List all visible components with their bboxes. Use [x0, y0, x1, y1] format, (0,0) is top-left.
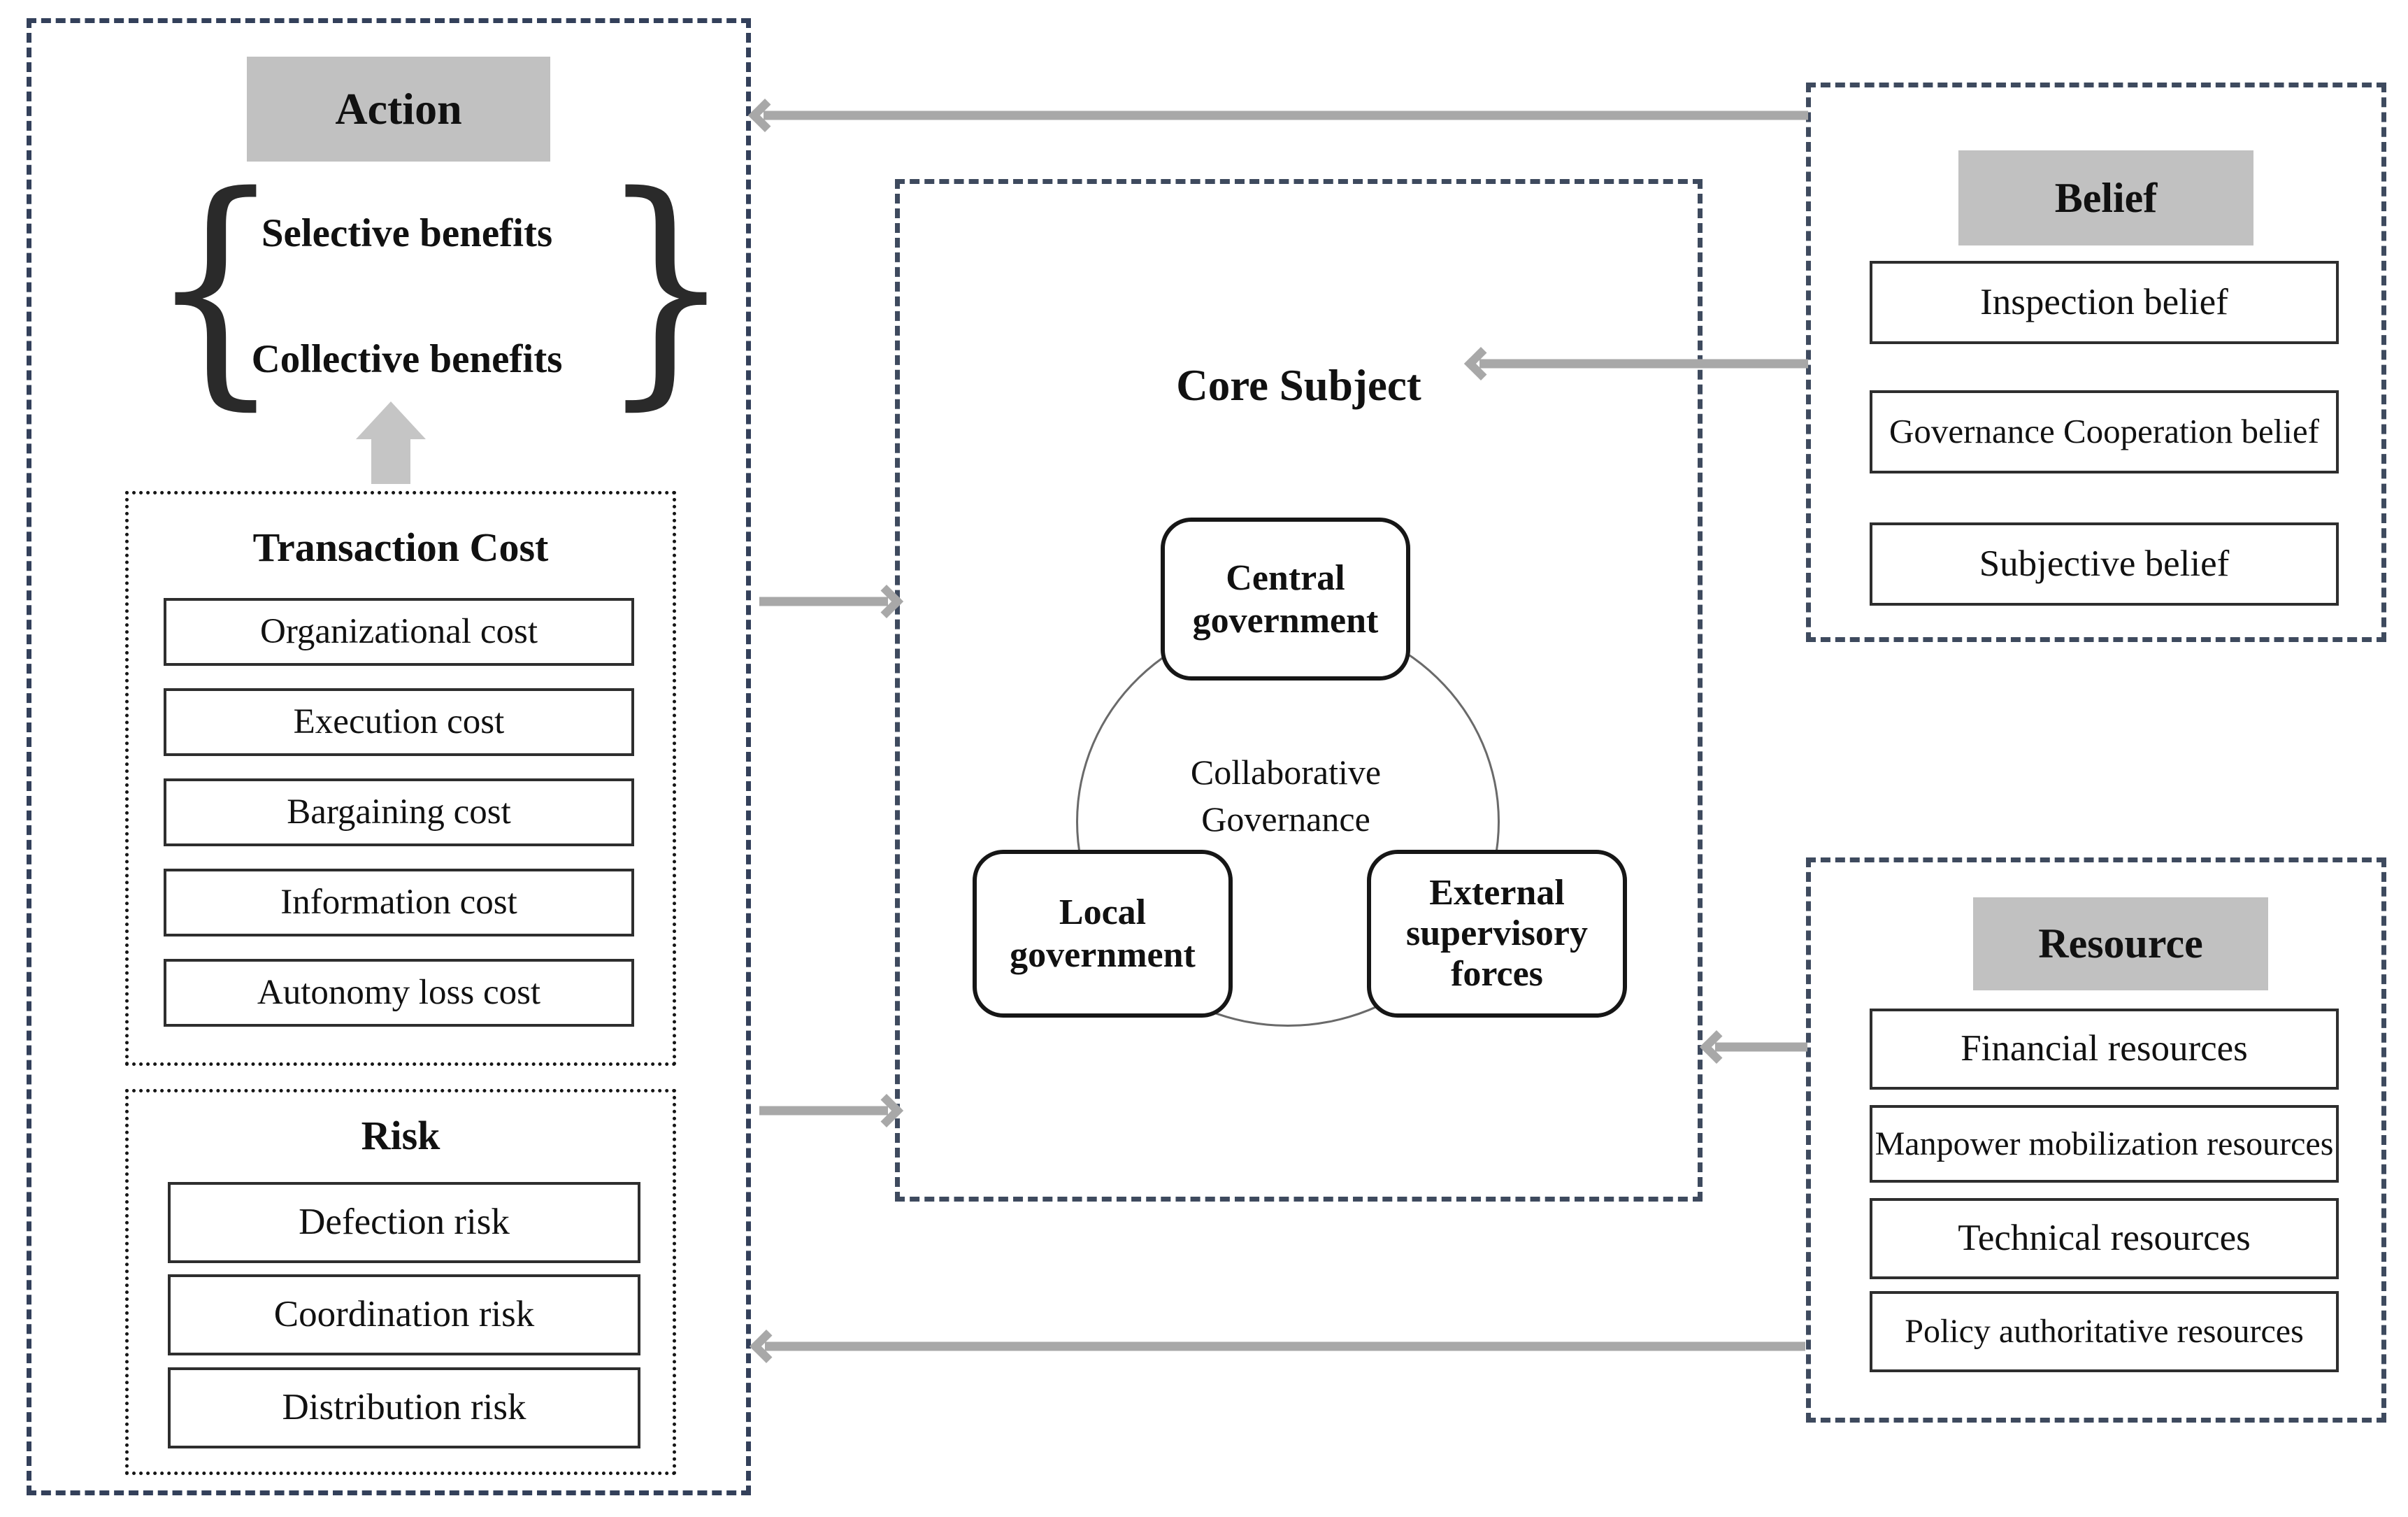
collaborative-governance-line2: Governance	[1201, 799, 1370, 839]
resource-container: Resource Financial resources Manpower mo…	[1806, 857, 2386, 1423]
arrow-shaft	[759, 1106, 888, 1116]
arrow-left-icon	[747, 98, 782, 133]
belief-item: Governance Cooperation belief	[1870, 390, 2339, 473]
resource-item: Manpower mobilization resources	[1870, 1105, 2339, 1183]
collaborative-governance-label: Collaborative Governance	[1146, 749, 1426, 843]
transaction-cost-item: Execution cost	[164, 688, 634, 756]
arrow-left-icon	[749, 1329, 784, 1364]
collaborative-governance-line1: Collaborative	[1190, 753, 1382, 792]
arrow-left-icon	[1699, 1030, 1734, 1064]
collective-benefits-label: Collective benefits	[251, 337, 563, 381]
transaction-cost-item: Information cost	[164, 869, 634, 936]
selective-benefits-label: Selective benefits	[261, 211, 553, 255]
left-brace-icon: {	[149, 143, 282, 432]
core-subject-title: Core Subject	[1176, 361, 1421, 410]
belief-title: Belief	[2054, 174, 2158, 221]
belief-container: Belief Inspection belief Governance Coop…	[1806, 83, 2386, 642]
resource-item: Technical resources	[1870, 1198, 2339, 1279]
arrow-shaft	[765, 1341, 1805, 1351]
local-government-node: Local government	[973, 850, 1233, 1018]
risk-item: Distribution risk	[168, 1367, 640, 1448]
external-supervisory-forces-node: External supervisory forces	[1367, 850, 1627, 1018]
arrow-transaction-cost-to-core-subject	[759, 582, 904, 621]
resource-header: Resource	[1973, 897, 2268, 990]
belief-item: Inspection belief	[1870, 261, 2339, 344]
belief-header: Belief	[1958, 150, 2253, 245]
transaction-cost-item: Autonomy loss cost	[164, 959, 634, 1027]
action-title: Action	[335, 84, 462, 134]
arrow-left-icon	[1463, 346, 1498, 381]
core-subject-container: Core Subject Collaborative Governance Ce…	[895, 179, 1703, 1202]
central-government-node: Central government	[1161, 518, 1410, 681]
arrow-up-icon	[356, 401, 426, 484]
action-header: Action	[247, 57, 550, 162]
arrow-right-icon	[869, 584, 904, 619]
action-container: Action { } Selective benefits Collective…	[27, 18, 751, 1495]
transaction-cost-item: Bargaining cost	[164, 778, 634, 846]
resource-item: Policy authoritative resources	[1870, 1291, 2339, 1372]
transaction-cost-item: Organizational cost	[164, 598, 634, 666]
arrow-up-stem	[371, 439, 410, 484]
risk-item: Defection risk	[168, 1182, 640, 1263]
arrow-shaft	[764, 111, 1808, 120]
risk-title: Risk	[361, 1113, 440, 1158]
arrow-resource-to-action	[749, 1327, 1805, 1366]
arrow-belief-to-action	[747, 96, 1808, 135]
arrow-right-icon	[869, 1093, 904, 1128]
risk-item: Coordination risk	[168, 1274, 640, 1355]
arrow-shaft	[1479, 359, 1808, 369]
arrow-resource-to-core-subject	[1699, 1027, 1807, 1067]
arrow-up-head	[356, 401, 426, 439]
transaction-cost-title: Transaction Cost	[252, 525, 549, 570]
transaction-cost-group: Transaction Cost Organizational cost Exe…	[125, 491, 676, 1066]
risk-group: Risk Defection risk Coordination risk Di…	[125, 1089, 676, 1475]
arrow-shaft	[759, 597, 888, 606]
resource-item: Financial resources	[1870, 1009, 2339, 1090]
right-brace-icon: }	[599, 143, 733, 432]
belief-item: Subjective belief	[1870, 522, 2339, 606]
arrow-belief-to-core-subject	[1463, 344, 1808, 383]
arrow-risk-to-core-subject	[759, 1091, 904, 1130]
resource-title: Resource	[2038, 920, 2203, 967]
arrow-shaft	[1715, 1042, 1807, 1052]
